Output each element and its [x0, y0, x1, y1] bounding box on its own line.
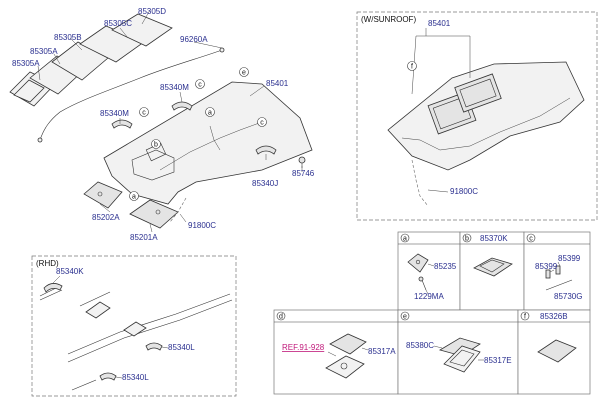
rhd-frame	[31, 255, 237, 397]
callout-b: b	[151, 139, 161, 149]
label-85202a[interactable]: 85202A	[92, 213, 120, 222]
console-85317a[interactable]	[325, 333, 367, 379]
svg-text:b: b	[154, 142, 158, 149]
callout-c-3: c	[257, 117, 267, 127]
sunroof-harness-line	[411, 159, 429, 207]
main-assembly: c c b a a c e 85305D 85305C 85305B	[9, 7, 315, 242]
trim-85730g[interactable]	[545, 279, 573, 291]
label-85340m[interactable]: 85340M	[160, 83, 189, 92]
clip-85399[interactable]	[545, 265, 561, 279]
sunroof-headliner[interactable]	[387, 61, 585, 171]
label-96260a[interactable]: 96260A	[180, 35, 208, 44]
label-85305c[interactable]: 85305C	[104, 19, 132, 28]
rhd-variant: (RHD) 85340K 85340L 85340L	[31, 255, 237, 397]
callout-c-1: c	[195, 79, 205, 89]
label-85340j[interactable]: 85340J	[252, 179, 278, 188]
rhd-label-85340l-2[interactable]: 85340L	[122, 373, 149, 382]
label-85399-1[interactable]: 85399	[558, 254, 581, 263]
lamp-85317e[interactable]	[443, 345, 481, 373]
svg-text:b: b	[465, 236, 469, 243]
sunroof-title: (W/SUNROOF)	[361, 15, 416, 24]
wire-connector-icon	[37, 137, 43, 143]
visor-85202a[interactable]	[83, 181, 123, 209]
label-85317a[interactable]: 85317A	[368, 347, 396, 356]
rhd-handle-85340l-1[interactable]	[145, 342, 163, 351]
wire-connector-icon	[219, 47, 225, 53]
svg-text:a: a	[132, 194, 136, 201]
sunroof-callout-f: f	[407, 61, 417, 71]
detail-cell-c: c 85399 85399 85730G	[523, 231, 591, 311]
label-85326b[interactable]: 85326B	[540, 312, 568, 321]
label-85201a[interactable]: 85201A	[130, 233, 158, 242]
label-85305d[interactable]: 85305D	[138, 7, 166, 16]
sunroof-label-91800c[interactable]: 91800C	[450, 187, 478, 196]
detail-cell-a: a 85235 1229MA	[397, 231, 461, 311]
label-85235[interactable]: 85235	[434, 262, 457, 271]
ref-91-928-link[interactable]: REF.91-928	[282, 343, 325, 352]
sunroof-label-85401[interactable]: 85401	[428, 19, 451, 28]
sunroof-frame	[356, 11, 598, 221]
svg-text:c: c	[198, 82, 202, 89]
rhd-headliner-outline	[39, 285, 233, 391]
bracket-85235[interactable]	[407, 253, 429, 273]
handle-85340m-left[interactable]	[111, 119, 133, 129]
callout-a-2: a	[129, 191, 139, 201]
screw-1229ma[interactable]	[418, 276, 427, 291]
handle-85340m[interactable]	[171, 101, 193, 111]
svg-text:f: f	[524, 314, 526, 321]
label-85746[interactable]: 85746	[292, 169, 315, 178]
svg-text:c: c	[142, 110, 146, 117]
handle-85340j[interactable]	[255, 145, 277, 155]
label-85305a-upper[interactable]: 85305A	[30, 47, 58, 56]
clip-85746[interactable]	[298, 156, 306, 168]
label-91800c[interactable]: 91800C	[188, 221, 216, 230]
rhd-handle-85340k[interactable]	[43, 283, 63, 293]
label-85317e[interactable]: 85317E	[484, 356, 512, 365]
roof-pad-85305d[interactable]	[111, 13, 173, 47]
svg-text:c: c	[529, 236, 533, 243]
label-85305a-lower[interactable]: 85305A	[12, 59, 40, 68]
rhd-handle-85340l-2[interactable]	[99, 372, 117, 381]
svg-text:a: a	[208, 110, 212, 117]
label-85370k[interactable]: 85370K	[480, 234, 508, 243]
label-85401[interactable]: 85401	[266, 79, 289, 88]
svg-text:e: e	[242, 70, 246, 77]
svg-text:e: e	[403, 314, 407, 321]
callout-a-1: a	[205, 107, 215, 117]
headliner-85401[interactable]	[103, 81, 313, 205]
detail-cell-e: e 85380C 85317E	[397, 309, 519, 395]
label-85305b[interactable]: 85305B	[54, 33, 82, 42]
callout-e: e	[239, 67, 249, 77]
sunroof-variant: (W/SUNROOF) f 85401 91800C	[356, 11, 598, 221]
rhd-label-85340k[interactable]: 85340K	[56, 267, 84, 276]
svg-text:a: a	[403, 236, 407, 243]
label-85380c[interactable]: 85380C	[406, 341, 434, 350]
label-85730g[interactable]: 85730G	[554, 292, 582, 301]
detail-cell-b: b 85370K	[459, 231, 525, 311]
label-85340m-left[interactable]: 85340M	[100, 109, 129, 118]
visor-85201a[interactable]	[129, 199, 179, 229]
callout-c-2: c	[139, 107, 149, 117]
label-1229ma[interactable]: 1229MA	[414, 292, 444, 301]
detail-grid: a 85235 1229MA b 85370K	[273, 231, 591, 395]
wire-96260a[interactable]	[39, 49, 223, 141]
detail-cell-f: f 85326B	[517, 309, 591, 395]
svg-text:c: c	[260, 120, 264, 127]
rhd-label-85340l-1[interactable]: 85340L	[168, 343, 195, 352]
detail-cell-d: d REF.91-928 85317A	[273, 309, 399, 395]
svg-text:f: f	[411, 64, 413, 71]
leader-lines	[37, 9, 303, 233]
lamp-85370k[interactable]	[473, 257, 513, 277]
rhd-title: (RHD)	[36, 259, 59, 268]
pad-85326b[interactable]	[537, 339, 577, 363]
svg-text:d: d	[279, 314, 283, 321]
harness-91800c-line	[169, 197, 187, 223]
label-85399-2[interactable]: 85399	[535, 262, 558, 271]
